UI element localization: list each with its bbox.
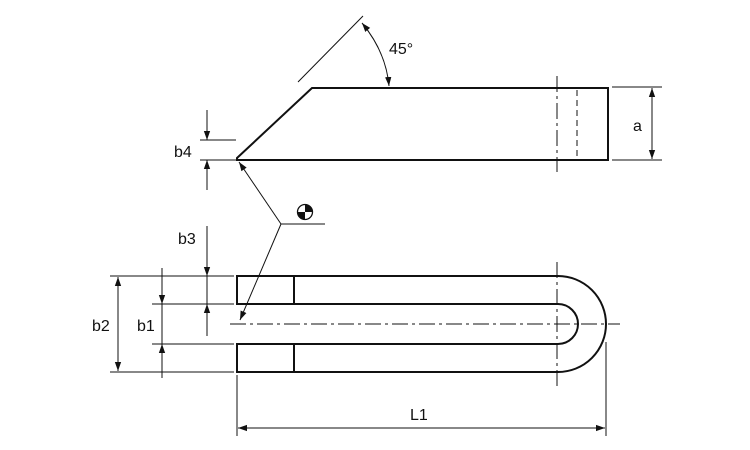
a-label: a [633,118,642,135]
angle-extension-line [297,15,364,83]
dimension-a: a [612,86,662,161]
top-view-outer-outline [236,275,607,373]
angle-label: 45° [389,41,413,58]
b4-label: b4 [174,144,192,161]
angle-arc [361,22,392,87]
dimension-b2: b2 [92,277,122,371]
angle-dimension: 45° [297,15,413,87]
cog-leader-lower [239,223,282,321]
L1-label: L1 [410,407,428,424]
b2-label: b2 [92,318,110,335]
b3-label: b3 [178,231,196,248]
dimension-b4: b4 [174,110,236,190]
cog-leader-upper [238,161,282,225]
dimension-b3: b3 [178,226,211,336]
dimension-L1: L1 [236,342,607,436]
top-view-extension-lines [110,275,234,373]
center-of-gravity-icon [296,203,314,221]
dimension-b1: b1 [137,268,166,378]
side-view-outline [236,87,609,161]
center-of-gravity-callout [238,161,325,321]
b1-label: b1 [137,318,155,335]
top-view [230,262,620,386]
side-view [236,76,609,172]
